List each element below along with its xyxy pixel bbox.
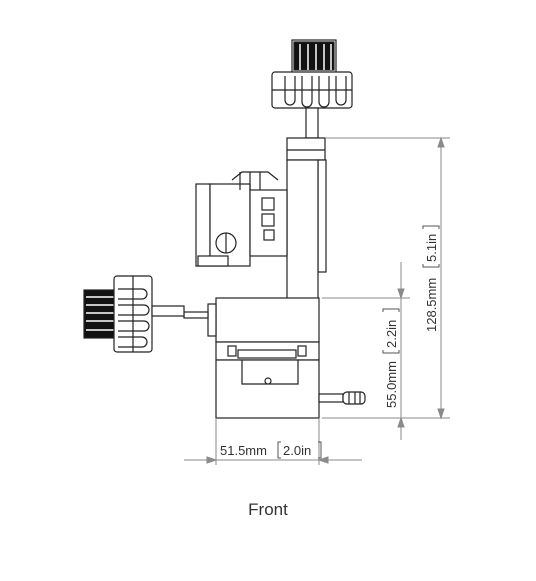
width-value: 51.5mm — [220, 443, 267, 458]
main-block — [183, 297, 320, 419]
hose-fitting — [318, 391, 366, 405]
side-head — [195, 171, 288, 267]
side-knob — [83, 275, 185, 353]
vertical-column — [286, 137, 327, 301]
top-knob — [271, 39, 353, 139]
base-height-value: 55.0mm — [384, 361, 399, 408]
view-label: Front — [248, 500, 288, 519]
base-height-alt: 2.2in — [384, 320, 399, 348]
width-dimension: 51.5mm 2.0in — [220, 441, 322, 459]
dimension-lines — [184, 136, 450, 465]
total-height-value: 128.5mm — [424, 278, 439, 332]
device-outline — [83, 39, 366, 419]
base-height-dimension: 55.0mm 2.2in — [382, 308, 400, 408]
width-alt: 2.0in — [283, 443, 311, 458]
total-height-dimension: 128.5mm 5.1in — [422, 225, 440, 332]
total-height-alt: 5.1in — [424, 234, 439, 262]
